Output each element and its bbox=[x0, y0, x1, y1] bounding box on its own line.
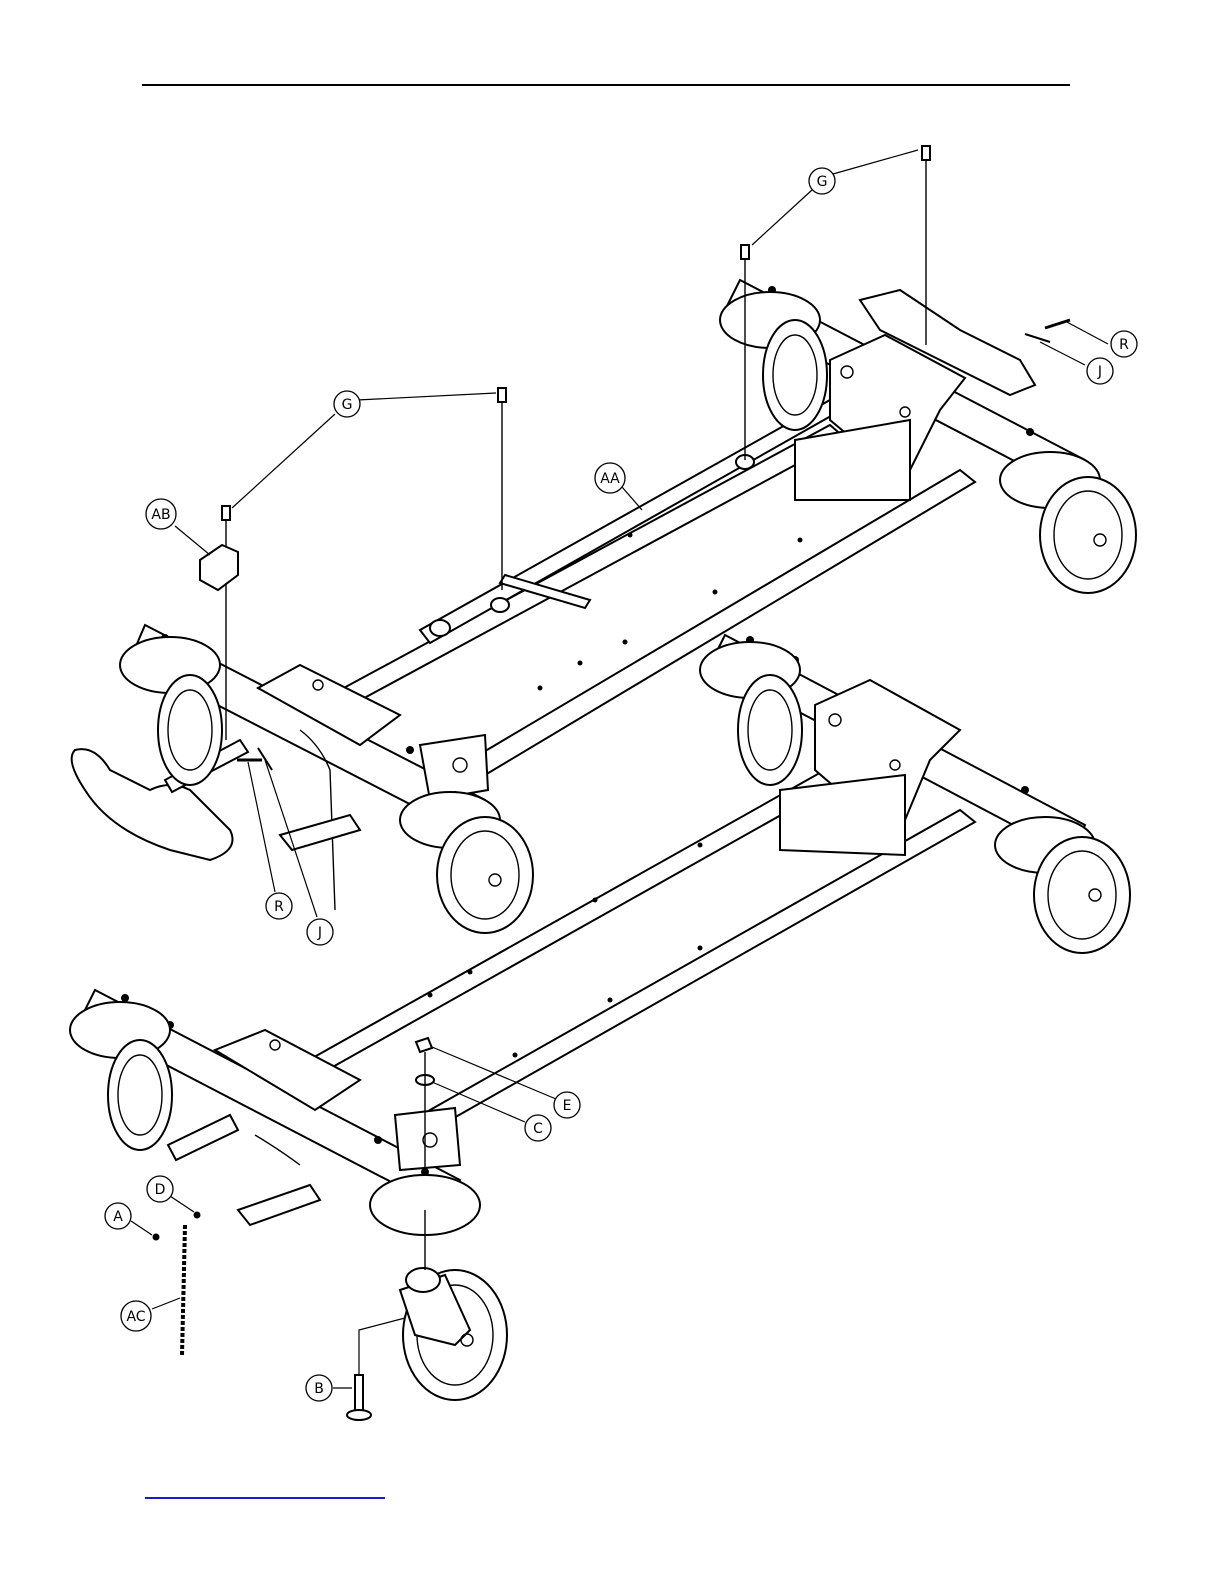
callout-r-upper: R bbox=[1111, 331, 1137, 357]
callout-aa: AA bbox=[595, 463, 625, 493]
chain-ac bbox=[182, 1225, 185, 1355]
mount-plate bbox=[238, 1185, 320, 1225]
upper-frame-assembly bbox=[72, 280, 1136, 933]
actuator-rod bbox=[420, 400, 838, 643]
screw-a bbox=[153, 1234, 160, 1241]
lower-stub-tube bbox=[168, 1115, 238, 1160]
callout-g-upper: G bbox=[809, 168, 835, 194]
screw-g bbox=[222, 506, 230, 520]
svg-text:G: G bbox=[817, 174, 828, 190]
actuator-clamp-front bbox=[491, 598, 509, 612]
washer-d bbox=[194, 1212, 201, 1219]
wire-harness bbox=[255, 1135, 300, 1165]
svg-text:B: B bbox=[314, 1381, 324, 1397]
svg-text:G: G bbox=[342, 397, 353, 413]
front-lower-bracket bbox=[395, 1108, 460, 1170]
rear-lower-bracket bbox=[780, 775, 905, 855]
actuator-clamp-lower bbox=[430, 620, 450, 636]
svg-text:C: C bbox=[533, 1121, 543, 1137]
svg-text:J: J bbox=[317, 925, 322, 941]
mount-plate bbox=[280, 815, 360, 850]
callout-j-lower: J bbox=[307, 919, 333, 945]
callout-d: D bbox=[147, 1176, 173, 1202]
callout-c: C bbox=[525, 1115, 551, 1141]
nut-e bbox=[416, 1038, 432, 1052]
svg-text:D: D bbox=[155, 1182, 166, 1198]
callout-r-lower: R bbox=[266, 893, 292, 919]
callout-ac: AC bbox=[121, 1301, 151, 1331]
screw-g bbox=[922, 146, 930, 160]
svg-text:R: R bbox=[1119, 337, 1129, 353]
svg-text:A: A bbox=[113, 1209, 123, 1225]
svg-text:J: J bbox=[1097, 364, 1102, 380]
rear-lower-bracket bbox=[795, 420, 910, 500]
caster-bolt bbox=[355, 1375, 363, 1413]
screw-g bbox=[741, 245, 749, 259]
callout-ab: AB bbox=[146, 499, 176, 529]
svg-text:AA: AA bbox=[600, 471, 620, 487]
svg-text:E: E bbox=[563, 1098, 572, 1114]
callout-b: B bbox=[306, 1375, 332, 1401]
caster-bolt-head bbox=[347, 1410, 371, 1420]
callout-a: A bbox=[105, 1203, 131, 1229]
caster-stem-socket bbox=[406, 1268, 440, 1292]
callout-g-lower: G bbox=[334, 391, 360, 417]
footer-link-underline[interactable] bbox=[145, 1497, 385, 1499]
svg-text:R: R bbox=[274, 899, 284, 915]
svg-text:AC: AC bbox=[126, 1309, 145, 1325]
clip-j bbox=[1025, 334, 1050, 342]
callout-j-upper: J bbox=[1087, 358, 1113, 384]
screw-g bbox=[498, 388, 506, 402]
svg-text:AB: AB bbox=[151, 507, 170, 523]
callout-e: E bbox=[554, 1092, 580, 1118]
